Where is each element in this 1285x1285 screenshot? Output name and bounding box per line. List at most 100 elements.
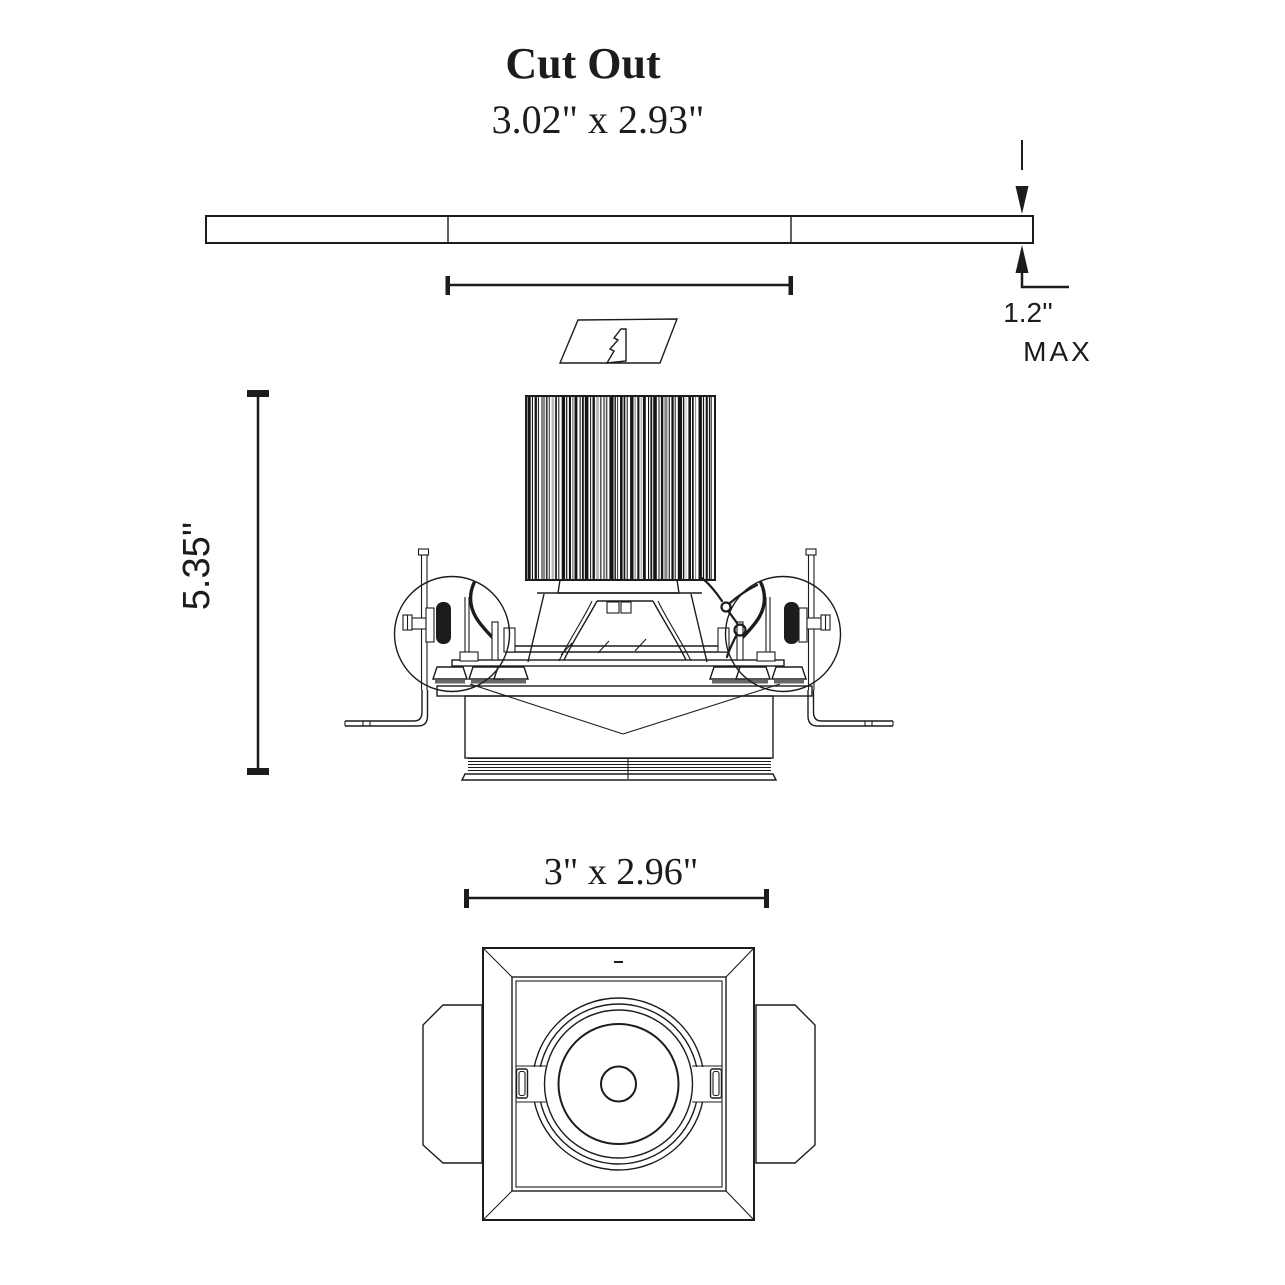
heat-sink-fin: [698, 397, 702, 579]
bottom-view: [422, 947, 816, 1221]
frame-inner: [511, 976, 727, 1192]
lower-trim: [460, 695, 778, 781]
cutout-dimension-line: [445, 276, 793, 295]
heat-sink-fin: [527, 397, 531, 579]
detail-circle: [393, 575, 511, 693]
heat-sink-fin: [626, 397, 628, 579]
leader-line: [1020, 273, 1069, 289]
face-dimension-line: 3" x 2.96": [464, 851, 769, 908]
screw-shaft: [806, 617, 822, 630]
spring-arm: [738, 581, 767, 642]
heat-sink-fin: [582, 397, 584, 579]
heat-sink-fin: [555, 397, 557, 579]
bracket-base: [459, 651, 479, 662]
adjustment-rail: [503, 627, 730, 656]
heat-sink-fin: [660, 397, 664, 579]
heat-sink-fin: [614, 397, 616, 579]
heat-sink-fin: [650, 397, 653, 579]
rail-hatch: [560, 642, 573, 656]
heat-sink-fin: [566, 397, 568, 579]
bracket-plate: [736, 621, 744, 661]
ring-3: [543, 1009, 694, 1159]
clip-pad: [712, 680, 742, 684]
heat-sink-fin: [682, 397, 685, 579]
housing-side-right: [690, 593, 708, 663]
dimension-tick: [247, 768, 269, 775]
face-dimensions-label: 3" x 2.96": [544, 851, 699, 893]
wiring-tab: [606, 601, 620, 614]
dimension-tick: [464, 889, 469, 908]
tilt-tab-left-inner: [518, 1070, 526, 1097]
arrow-down-icon: [1015, 186, 1029, 214]
recess-depth-value: 1.2'': [1003, 297, 1053, 328]
heat-sink-fin: [705, 397, 708, 579]
plaster-frame: [432, 659, 813, 735]
heat-sink-fin: [537, 397, 539, 579]
foot-right-inner: [812, 690, 893, 722]
heat-sink-fin: [674, 397, 676, 579]
dimension-tick: [247, 390, 269, 397]
perforated-wing-right: [755, 1004, 816, 1164]
heat-sink-fin: [648, 397, 650, 579]
heat-sink-fin: [609, 397, 614, 579]
heat-sink-body: [525, 395, 716, 581]
torsion-spring-wire: [698, 575, 759, 659]
wing-plate: [422, 1004, 483, 1164]
clip-pad: [738, 680, 768, 684]
reflector-left-inner: [558, 600, 593, 662]
bar-top-notch: [417, 548, 430, 556]
trim-base: [460, 773, 778, 781]
heat-sink-fin: [574, 397, 578, 579]
tilt-tab-right: [709, 1068, 723, 1099]
optic-housing: [527, 579, 708, 663]
trim-flange: [436, 685, 813, 697]
detail-circle: [724, 575, 842, 693]
screw-shaft: [411, 617, 427, 630]
rail-hatch: [597, 640, 610, 654]
ceiling-cross-section: [205, 215, 1034, 244]
foot-left-outer: [345, 690, 429, 727]
heat-sink-fin: [640, 397, 642, 579]
perforated-wing-left: [422, 1004, 483, 1164]
trim-box: [464, 695, 774, 759]
heat-sink-fin: [664, 397, 668, 579]
heat-sink-fin: [590, 397, 592, 579]
thumb-knob: [784, 602, 799, 644]
heat-sink-fin: [692, 397, 694, 579]
dimension-tick: [445, 276, 450, 295]
flange-band: [451, 659, 785, 667]
clip-pad: [471, 680, 501, 684]
sloped-ceiling-symbol: [558, 318, 679, 364]
tilt-yoke: [515, 1065, 723, 1103]
heat-sink-fin: [677, 397, 682, 579]
heat-sink-fin: [671, 397, 674, 579]
heat-sink-fin: [558, 397, 560, 579]
heat-sink: [525, 395, 716, 581]
clip-pad: [496, 680, 526, 684]
recess-depth-callout: 1.2'' MAX: [1003, 140, 1093, 367]
ceiling-board: [205, 215, 1034, 244]
clip-pad: [435, 680, 465, 684]
heat-sink-fin: [653, 397, 657, 579]
detail-leader-left: [469, 683, 624, 735]
friction-clips: [432, 666, 807, 684]
center-aperture: [600, 1065, 637, 1103]
heat-sink-fin: [685, 397, 687, 579]
heat-sink-fin: [548, 397, 550, 579]
bracket-plate: [491, 621, 499, 661]
heat-sink-fin: [623, 397, 626, 579]
bolt-arrow-icon: [605, 328, 627, 364]
cutout-dimensions-label: 3.02" x 2.93": [492, 97, 705, 142]
heat-sink-fin: [584, 397, 589, 579]
recess-depth-qualifier: MAX: [1023, 336, 1093, 367]
heat-sink-fin: [595, 397, 600, 579]
screw-washer: [798, 607, 808, 643]
heat-sink-fin: [668, 397, 670, 579]
title-block: Cut Out 3.02" x 2.93": [492, 39, 705, 142]
clip: [432, 666, 468, 680]
heat-sink-fin: [658, 397, 660, 579]
ring-mask: [529, 1067, 544, 1102]
parallelogram: [558, 318, 679, 364]
heat-sink-fin: [546, 397, 548, 579]
clip-pad: [774, 680, 804, 684]
